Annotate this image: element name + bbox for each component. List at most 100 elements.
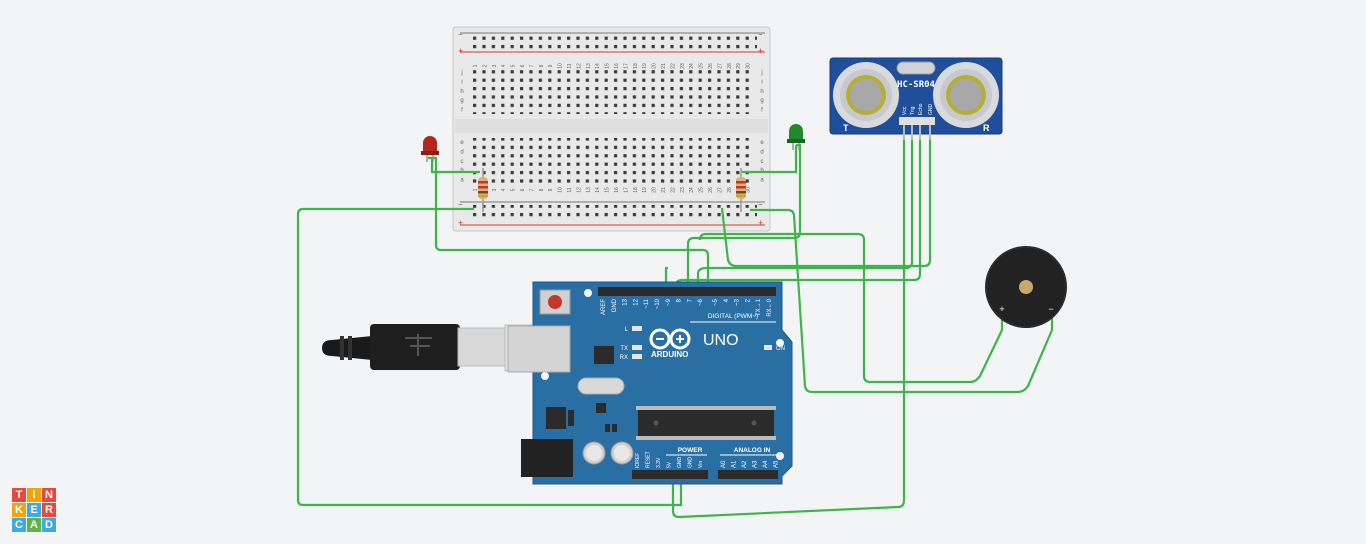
row-letter: d [760, 149, 763, 155]
rail-minus-label-right: − [758, 30, 763, 39]
rail-plus-label: + [458, 46, 463, 56]
rail-plus-label-right: + [758, 46, 763, 56]
column-number: 16 [614, 187, 620, 193]
column-number: 1 [473, 188, 479, 191]
resistor-left[interactable] [478, 168, 488, 212]
column-number: 21 [661, 63, 667, 69]
rail-minus-label-bottom: − [458, 200, 463, 209]
column-number: 24 [689, 187, 695, 193]
digital-header[interactable] [598, 287, 776, 296]
row-letter: j [460, 70, 462, 76]
sensor-pin-label: GND [928, 104, 934, 116]
crystal-oscillator [577, 377, 625, 395]
sensor-t-mark: T [843, 123, 849, 133]
upper-terminal-strip[interactable] [472, 68, 754, 114]
led-red[interactable] [421, 136, 439, 162]
column-number: 24 [689, 63, 695, 69]
column-number: 19 [642, 63, 648, 69]
digital-pin-label: ~9 [666, 298, 672, 306]
column-number: 30 [746, 187, 752, 193]
column-number: 17 [623, 63, 629, 69]
column-number: 5 [511, 64, 517, 67]
sensor-pin-label: Trig [910, 106, 916, 115]
digital-pin-label: ~6 [698, 298, 704, 306]
rail-minus-label: − [458, 30, 463, 39]
column-number: 11 [567, 187, 573, 192]
power-pin-label: RESET [646, 451, 652, 468]
logo-letter: A [27, 518, 41, 532]
power-pin-label: GND [688, 457, 694, 469]
column-number: 10 [558, 187, 564, 193]
column-number: 9 [548, 188, 554, 191]
receiver-transducer [933, 62, 999, 128]
column-number: 26 [708, 187, 714, 193]
column-number: 4 [501, 64, 507, 67]
analog-pin-label: A1 [732, 460, 738, 468]
row-letter: a [460, 178, 464, 184]
arduino-model-label: UNO [703, 332, 739, 349]
sensor-pin-label: Vcc [902, 106, 908, 115]
column-number: 27 [717, 63, 723, 69]
sensor-pin-header[interactable] [899, 117, 935, 125]
row-letter: f [761, 108, 763, 114]
digital-pin-label: GND [612, 298, 618, 312]
digital-pin-label: ~3 [735, 298, 741, 306]
column-number: 7 [529, 188, 535, 191]
wire-trig [696, 137, 914, 290]
digital-pin-label: RX←0 [767, 298, 773, 316]
reset-button[interactable] [539, 289, 571, 315]
row-letter: c [761, 159, 764, 165]
row-letter: d [460, 149, 463, 155]
column-number: 9 [548, 64, 554, 67]
wires[interactable] [296, 137, 1054, 519]
digital-pin-label: 12 [633, 298, 639, 305]
wire-green-led-to-resistor [742, 145, 798, 174]
digital-pin-label: ~11 [644, 298, 650, 308]
power-header[interactable] [632, 470, 708, 479]
column-number: 5 [511, 188, 517, 191]
logo-letter: C [12, 518, 26, 532]
usb-port[interactable] [507, 325, 571, 373]
column-number: 18 [633, 63, 639, 69]
logo-letter: K [12, 503, 26, 517]
column-number: 20 [652, 63, 658, 69]
row-letter: f [461, 108, 463, 114]
sensor-model-label: HC-SR04 [897, 80, 936, 90]
top-power-rail: − + − + [458, 30, 765, 56]
digital-pin-label: TX→1 [756, 298, 762, 316]
led-green[interactable] [787, 124, 805, 150]
column-number: 11 [567, 63, 573, 68]
column-number: 7 [529, 64, 535, 67]
resistor-right[interactable] [736, 168, 746, 212]
digital-pin-label: 2 [745, 298, 751, 302]
row-letter: e [460, 140, 464, 146]
lower-terminal-strip[interactable] [472, 138, 754, 184]
piezo-buzzer[interactable]: + − [985, 246, 1067, 328]
column-number: 4 [501, 188, 507, 191]
column-number: 2 [482, 64, 488, 67]
logo-letter: R [42, 503, 56, 517]
column-number: 23 [680, 187, 686, 193]
column-number: 28 [727, 187, 733, 193]
microcontroller-chip [636, 406, 776, 440]
wire-vcc [671, 137, 906, 519]
digital-pin-label: 4 [724, 298, 730, 302]
analog-header[interactable] [718, 470, 778, 479]
status-led-label: L [625, 327, 629, 333]
digital-pin-label: AREF [601, 299, 607, 315]
column-number: 21 [661, 187, 667, 193]
dc-power-jack[interactable] [521, 439, 573, 477]
wire-gnd-sensor [720, 137, 932, 268]
digital-pin-label: 13 [623, 298, 629, 305]
column-number: 27 [717, 187, 723, 193]
analog-label: ANALOG IN [734, 447, 771, 454]
column-number: 25 [699, 187, 705, 193]
